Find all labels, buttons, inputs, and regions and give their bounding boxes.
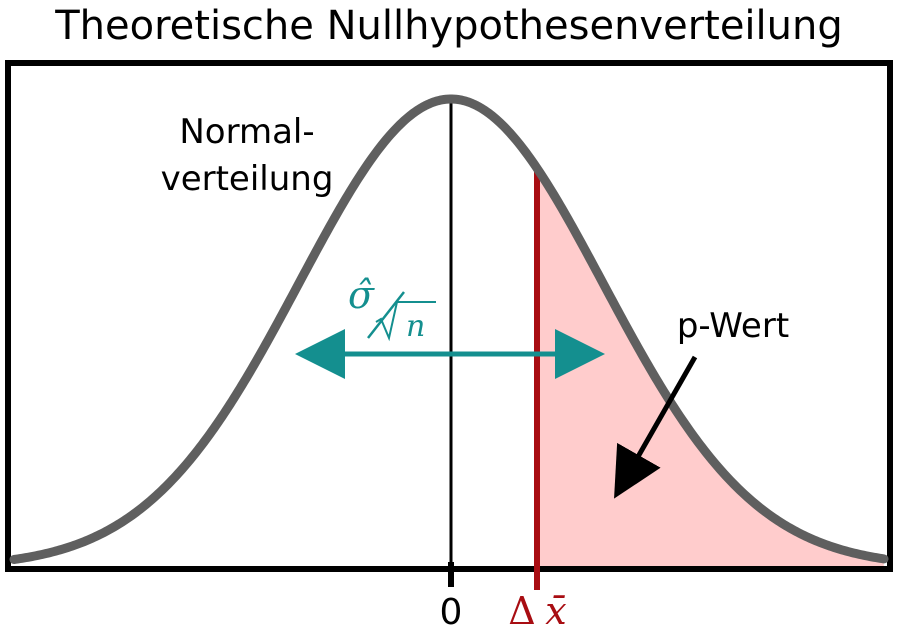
fraction-slash	[367, 291, 405, 339]
xbar-symbol: x̄	[545, 589, 566, 631]
p-value-label: p-Wert	[677, 306, 789, 346]
normal-curve	[9, 94, 889, 564]
p-value-pointer-arrow	[614, 355, 698, 499]
delta-symbol: Δ	[508, 589, 535, 631]
sqrt-n-symbol: n	[406, 309, 425, 344]
sigma-over-sqrt-n-label: σ̂ n	[348, 273, 436, 344]
curve-label-line2: verteilung	[161, 159, 334, 199]
axis-zero-label: 0	[440, 592, 463, 631]
sigma-hat-symbol: σ̂	[348, 273, 375, 317]
page-title: Theoretische Nullhypothesenverteilung	[54, 3, 843, 49]
axis-delta-xbar-label: Δ x̄	[508, 589, 566, 631]
curve-label-line1: Normal-	[179, 112, 314, 152]
sqrt-sign	[375, 301, 436, 342]
p-value-area	[537, 168, 884, 567]
